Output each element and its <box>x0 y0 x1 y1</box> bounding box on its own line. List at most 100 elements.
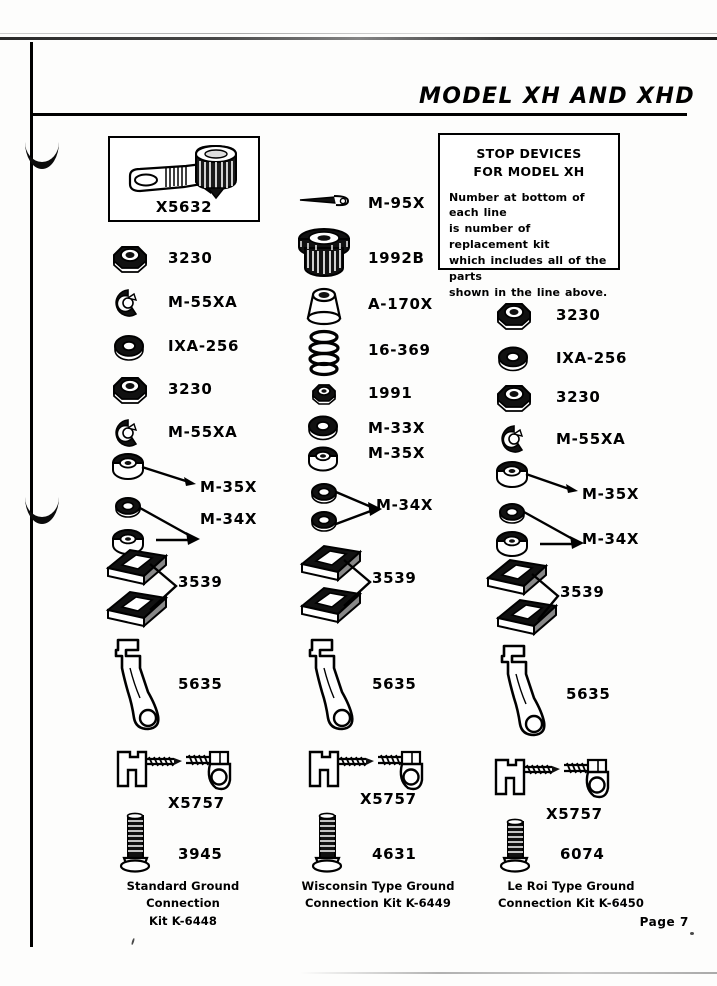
note-body: Number at bottom of each line is number … <box>449 190 609 302</box>
kit-number: 6074 <box>560 845 605 863</box>
scan-speck <box>690 932 694 935</box>
note-heading: STOP DEVICES FOR MODEL XH <box>449 145 609 181</box>
part-label: M-35X <box>200 478 258 496</box>
page-title: MODEL XH AND XHD <box>419 84 695 109</box>
scan-edge-artifact-upper <box>0 33 717 34</box>
brush-block-pair-icon <box>494 596 560 638</box>
kit-caption: Le Roi Type Ground Connection Kit K-6450 <box>478 878 664 913</box>
retaining-ring-icon <box>110 418 146 448</box>
part-label: 3539 <box>178 573 223 591</box>
scan-edge-artifact <box>0 37 717 40</box>
page-border-left <box>30 42 33 947</box>
part-label: X5757 <box>168 794 225 812</box>
ground-cable-icon <box>112 744 232 798</box>
brush-block-pair-icon <box>104 546 170 588</box>
hex-nut-icon <box>108 374 152 406</box>
leader-line <box>525 472 578 493</box>
part-label: 3230 <box>556 306 601 324</box>
detail-view-part-number: X5632 <box>155 198 213 216</box>
washer-pair-icon <box>112 496 146 520</box>
brush-block-pair-icon <box>484 556 550 598</box>
tapered-sleeve-icon <box>302 286 346 326</box>
part-label: M-55XA <box>556 430 626 448</box>
part-label: M-34X <box>376 496 434 514</box>
part-label: M-95X <box>368 194 426 212</box>
flat-washer-icon <box>110 333 148 361</box>
note-body-line1: Number at bottom of each line <box>449 190 585 220</box>
kit-number: 3945 <box>178 845 223 863</box>
bushing-icon <box>304 445 344 475</box>
kit-caption-line2: Kit K-6448 <box>148 913 218 928</box>
stop-devices-note-box: STOP DEVICES FOR MODEL XH Number at bott… <box>438 133 620 299</box>
part-label: IXA-256 <box>168 337 240 355</box>
part-label: 5635 <box>372 675 417 693</box>
note-body-line4: shown in the line above. <box>449 286 608 300</box>
bushing-icon <box>108 452 150 484</box>
ground-cable-icon <box>490 752 610 806</box>
part-label: 5635 <box>566 685 611 703</box>
note-heading-line1: STOP DEVICES <box>476 146 582 161</box>
hex-nut-icon <box>492 382 536 414</box>
leader-line <box>531 573 560 621</box>
screw-icon <box>116 812 156 874</box>
kit-caption-line1: Standard Ground Connection <box>126 879 240 911</box>
knurled-knob-icon <box>296 228 352 280</box>
brush-block-pair-icon <box>298 584 364 626</box>
bushing-icon <box>492 460 534 492</box>
kit-number: 4631 <box>372 845 417 863</box>
kit-caption: Wisconsin Type Ground Connection Kit K-6… <box>288 878 468 913</box>
page-number: Page 7 <box>639 915 689 929</box>
part-label: M-35X <box>368 444 426 462</box>
washer-pair-icon <box>308 482 342 506</box>
bracket-arm-icon <box>496 640 558 740</box>
note-body-line3: which includes all of the parts <box>449 254 607 284</box>
bracket-arm-icon <box>304 634 366 734</box>
part-label: 1991 <box>368 384 413 402</box>
part-label: 5635 <box>178 675 223 693</box>
ground-cable-icon <box>304 744 424 798</box>
note-heading-line2: FOR MODEL XH <box>473 163 585 179</box>
part-label: M-34X <box>200 510 258 528</box>
kit-caption-line2: Connection Kit K-6450 <box>497 896 644 911</box>
scan-edge-artifact-bottom <box>300 972 717 974</box>
part-label: M-35X <box>582 485 640 503</box>
cotter-pin-icon <box>296 192 352 210</box>
part-label: M-55XA <box>168 293 238 311</box>
part-label: A-170X <box>368 295 433 313</box>
part-label: 3230 <box>168 249 213 267</box>
note-body-line2: is number of replacement kit <box>449 222 550 252</box>
brush-block-pair-icon <box>298 542 364 584</box>
part-label: M-55XA <box>168 423 238 441</box>
small-nut-icon <box>308 382 340 408</box>
leader-line <box>523 510 584 549</box>
hex-nut-icon <box>108 243 152 275</box>
flat-washer-icon <box>494 345 532 373</box>
kit-caption-line1: Wisconsin Type Ground <box>301 879 455 893</box>
detail-view-box: X5632 <box>108 136 260 222</box>
screw-icon <box>496 818 536 874</box>
kit-caption: Standard Ground Connection Kit K-6448 <box>88 878 278 930</box>
bracket-arm-icon <box>110 634 172 734</box>
leader-line <box>139 506 200 545</box>
washer-pair-icon <box>492 530 534 560</box>
part-label: X5757 <box>360 790 417 808</box>
binder-hole-mark <box>25 142 59 169</box>
title-underline <box>30 113 687 116</box>
flat-washer-icon <box>304 414 342 442</box>
part-label: M-34X <box>582 530 640 548</box>
part-label: 1992B <box>368 249 425 267</box>
part-label: X5757 <box>546 805 603 823</box>
binder-hole-mark <box>25 497 59 524</box>
part-label: 16-369 <box>368 341 431 359</box>
leader-line <box>343 559 372 607</box>
brush-block-pair-icon <box>104 588 170 630</box>
part-label: IXA-256 <box>556 349 628 367</box>
retaining-ring-icon <box>496 424 532 454</box>
screw-icon <box>308 812 348 874</box>
leader-line <box>335 490 382 526</box>
coil-spring-icon <box>304 329 344 377</box>
part-label: 3230 <box>556 388 601 406</box>
leader-line <box>141 465 196 486</box>
retaining-ring-icon <box>110 288 146 318</box>
